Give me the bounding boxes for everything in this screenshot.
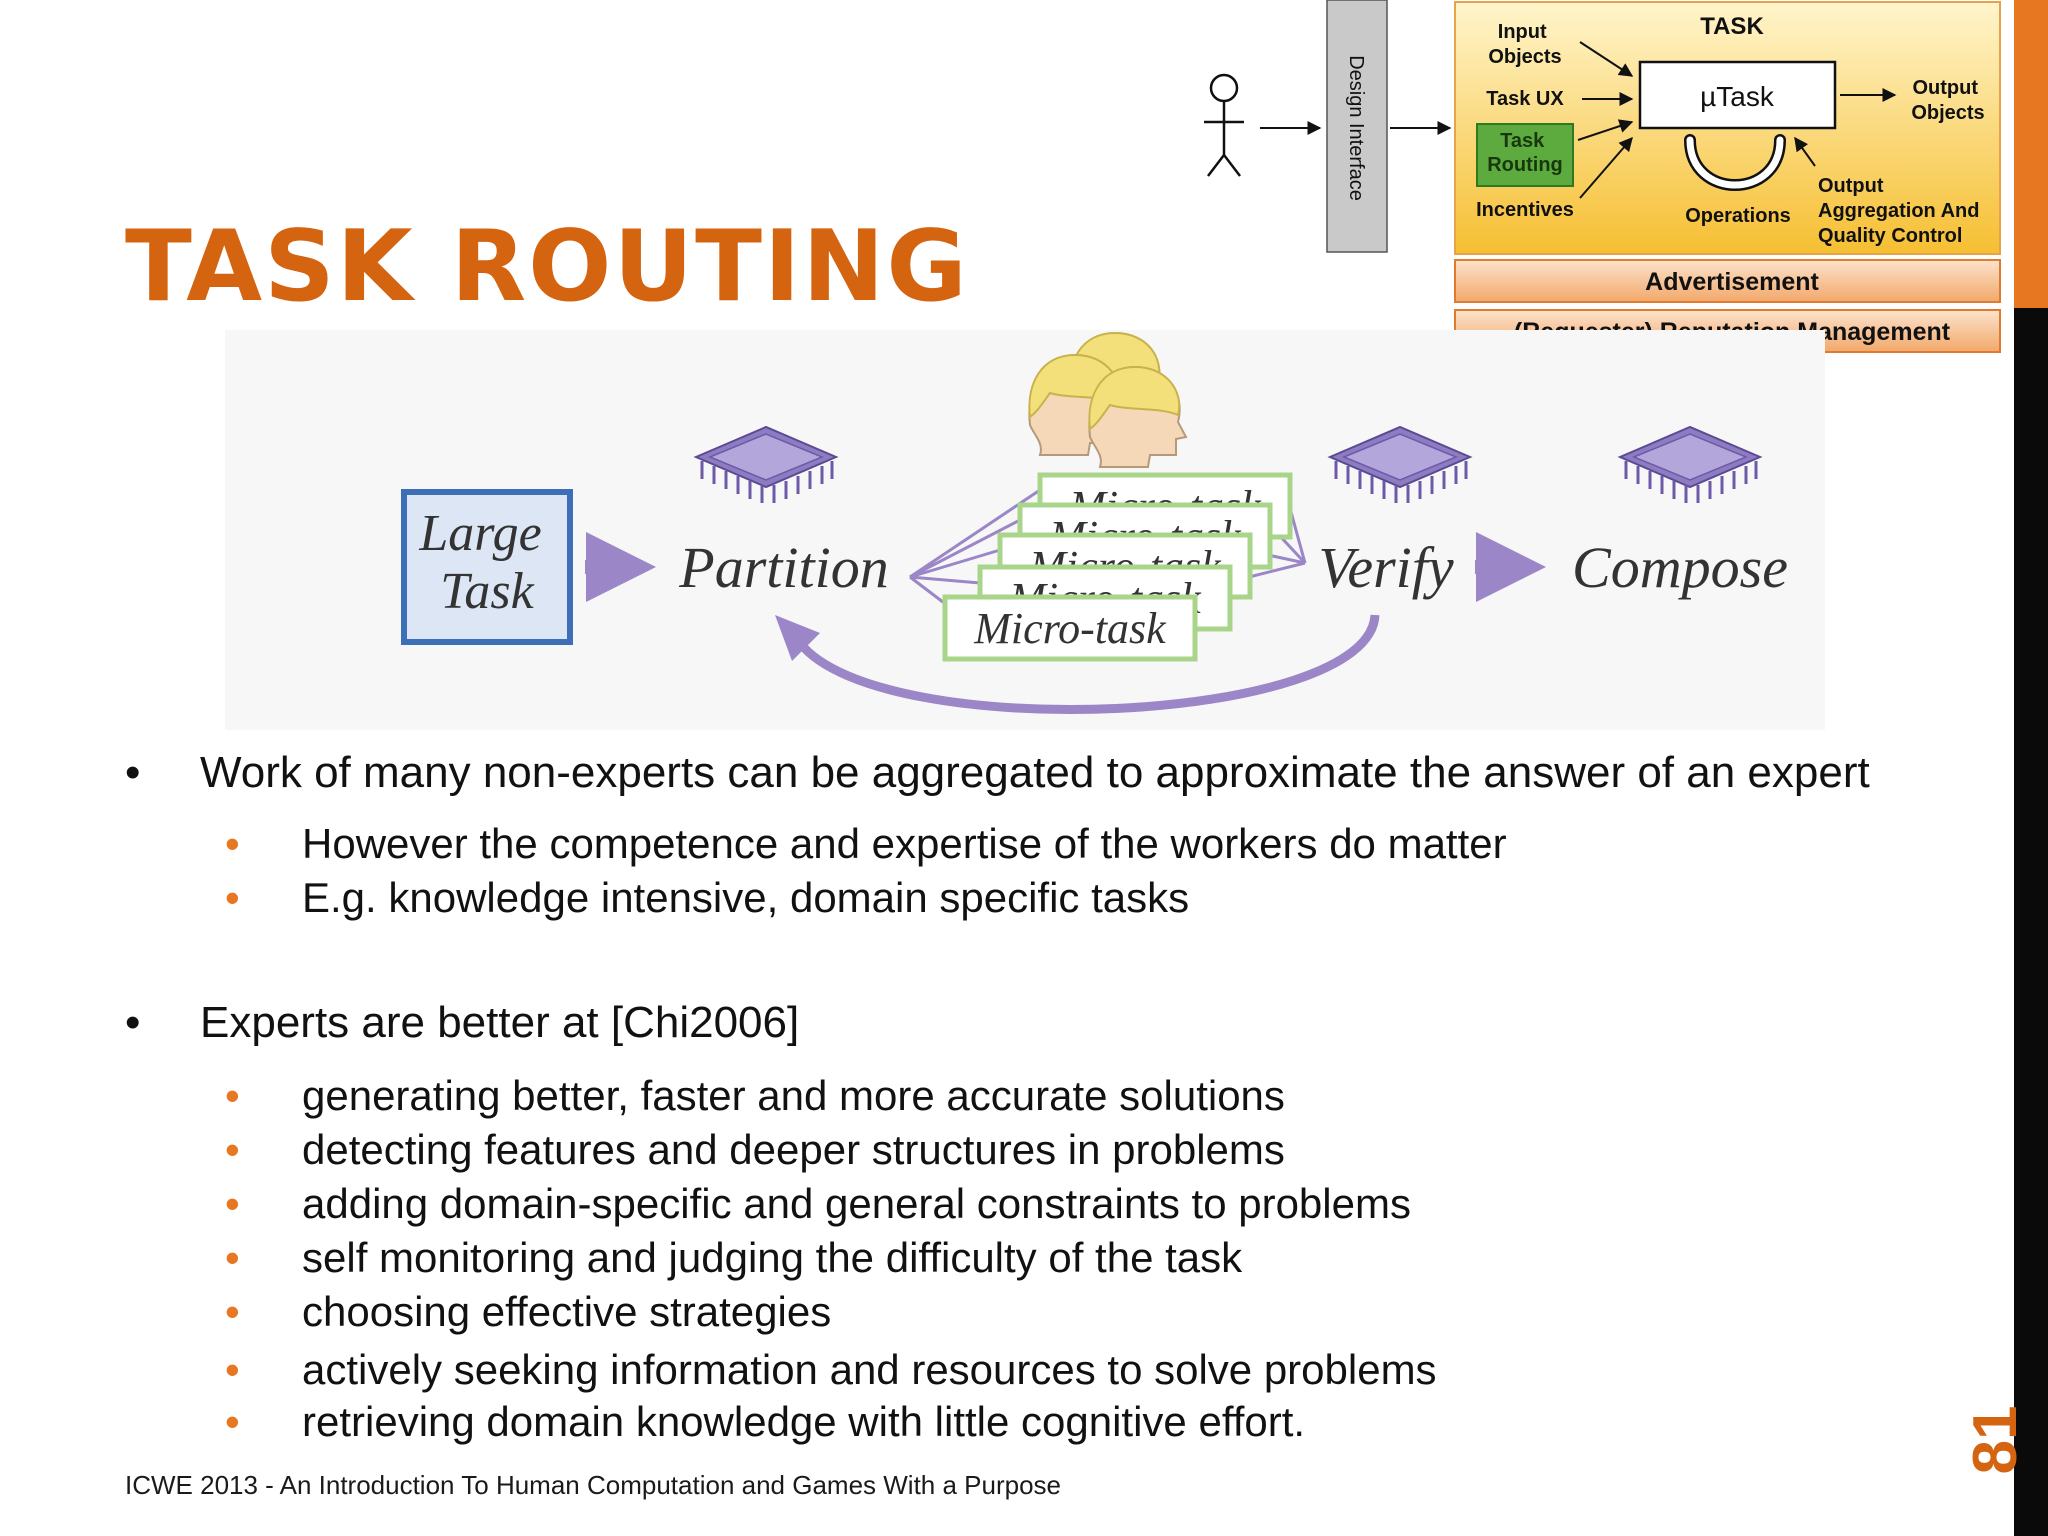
incentives-label: Incentives [1476, 199, 1574, 221]
task-ux-label: Task UX [1486, 88, 1564, 110]
sub-bullet-marker: • [225, 1398, 240, 1445]
advertisement-label: Advertisement [1645, 268, 1819, 296]
task-workflow-diagram: Large Task Partition Micro-task Micro-ta… [401, 332, 1788, 714]
micro-task-stack: Micro-task Micro-task Micro-task Micro-t… [942, 472, 1293, 662]
operations-loop-inner [1686, 136, 1784, 189]
crowdsourcing-framework-diagram: Design Interface TASK Input Objects Task… [1204, 0, 2001, 353]
output-aggregation-line: Output [1818, 175, 1884, 197]
output-aggregation-line: Aggregation And [1818, 200, 1979, 222]
sub-bullet-text: detecting features and deeper structures… [302, 1126, 1285, 1173]
sub-bullet-text: retrieving domain knowledge with little … [302, 1398, 1306, 1445]
utask-label: µTask [1700, 81, 1775, 112]
output-aggregation-label: Output Aggregation And Quality Control [1818, 175, 1985, 247]
sub-bullet-marker: • [225, 820, 240, 867]
feedback-loop-arrow [796, 614, 1380, 714]
advertisement-bar [1454, 259, 2001, 303]
incentives-arrow [1579, 136, 1633, 199]
slide-footer: ICWE 2013 - An Introduction To Human Com… [125, 1470, 1061, 1500]
large-task-box [401, 489, 573, 645]
design-interface-label: Design Interface [1345, 55, 1367, 201]
sub-bullet-text: adding domain-specific and general const… [302, 1180, 1411, 1227]
sub-bullet-text: E.g. knowledge intensive, domain specifi… [302, 874, 1190, 921]
sub-bullet-marker: • [225, 874, 240, 921]
sub-bullet-text: actively seeking information and resourc… [302, 1346, 1437, 1393]
large-task-line: Task [440, 563, 534, 620]
sub-bullet-marker: • [225, 1072, 240, 1119]
bullet-text: Experts are better at [Chi2006] [200, 998, 800, 1047]
task-routing-line: Routing [1487, 154, 1563, 176]
compose-chip-icon [1618, 425, 1762, 505]
bullet-text: Work of many non-experts can be aggregat… [200, 748, 1870, 797]
input-arrow [1579, 41, 1634, 77]
user-stick-figure-icon [1204, 73, 1244, 177]
design-interface-box [1326, 0, 1388, 253]
output-objects-label: Output Objects [1911, 77, 1984, 124]
bullet-marker: • [125, 748, 141, 797]
routing-arrow [1577, 119, 1634, 141]
feedback-arrowhead-icon [775, 615, 820, 661]
micro-task-card-label: Micro-task [973, 604, 1167, 653]
sub-bullet-marker: • [225, 1126, 240, 1173]
output-objects-line: Objects [1911, 102, 1984, 124]
partition-chip-icon [694, 425, 838, 505]
task-routing-highlight [1476, 123, 1574, 187]
verify-chip-icon [1328, 425, 1472, 505]
sub-bullet-text: generating better, faster and more accur… [302, 1072, 1285, 1119]
sub-bullet-text: self monitoring and judging the difficul… [302, 1234, 1243, 1281]
side-dark-bar [2014, 308, 2048, 1536]
slide-number: 81 [1960, 1405, 2030, 1475]
crowd-head-icon [1088, 366, 1187, 468]
side-accent-bar [2014, 0, 2048, 308]
input-objects-label: Input Objects [1488, 21, 1561, 68]
task-routing-line: Task [1500, 130, 1545, 152]
slide-title: TASK ROUTING [125, 210, 969, 324]
micro-task-card [942, 594, 1198, 662]
verify-label: Verify [1318, 535, 1454, 600]
output-objects-line: Output [1912, 77, 1978, 99]
utask-box [1638, 60, 1837, 130]
large-task-line: Large [418, 505, 541, 562]
aggregation-arrow [1794, 136, 1816, 167]
partition-label: Partition [678, 535, 888, 600]
task-header: TASK [1700, 13, 1764, 40]
operations-label: Operations [1685, 205, 1791, 227]
bullet-marker: • [125, 998, 141, 1047]
sub-bullet-text: However the competence and expertise of … [302, 820, 1507, 867]
output-aggregation-line: Quality Control [1818, 225, 1962, 247]
sub-bullet-marker: • [225, 1346, 240, 1393]
input-objects-line: Input [1498, 21, 1547, 43]
sub-bullet-marker: • [225, 1180, 240, 1227]
compose-label: Compose [1572, 535, 1788, 600]
sub-bullet-marker: • [225, 1288, 240, 1335]
sub-bullet-marker: • [225, 1234, 240, 1281]
task-routing-label: Task Routing [1487, 130, 1563, 176]
large-task-label: Large Task [418, 505, 554, 620]
input-objects-line: Objects [1488, 46, 1561, 68]
sub-bullet-text: choosing effective strategies [302, 1288, 832, 1335]
